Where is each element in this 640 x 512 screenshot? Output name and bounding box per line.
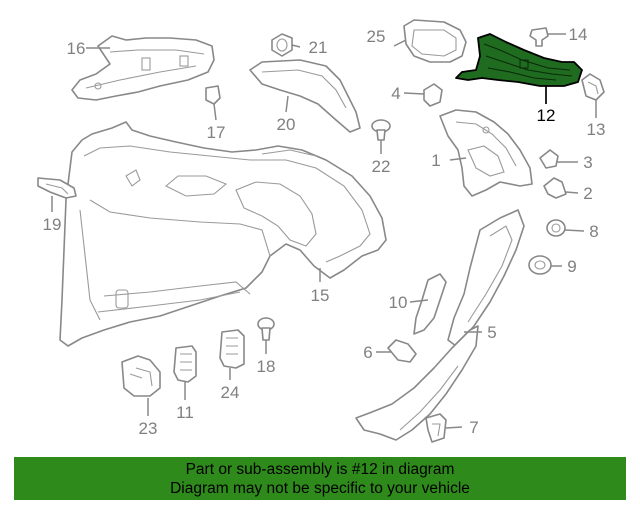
label-19: 19 bbox=[43, 215, 62, 234]
label-21: 21 bbox=[309, 38, 328, 57]
label-23: 23 bbox=[139, 419, 158, 438]
part-8-nut[interactable] bbox=[546, 219, 566, 237]
callout-labels: 1 2 3 4 5 6 7 8 9 10 11 12 13 14 15 16 1… bbox=[43, 25, 606, 438]
part-17-clip[interactable] bbox=[205, 85, 221, 105]
label-8: 8 bbox=[589, 222, 598, 241]
label-1: 1 bbox=[431, 151, 440, 170]
label-20: 20 bbox=[277, 115, 296, 134]
part-10-panel[interactable] bbox=[413, 273, 447, 335]
label-18: 18 bbox=[257, 357, 276, 376]
label-14: 14 bbox=[569, 25, 588, 44]
part-14-screw[interactable] bbox=[529, 27, 549, 47]
label-13: 13 bbox=[587, 120, 606, 139]
label-7: 7 bbox=[469, 418, 478, 437]
label-25: 25 bbox=[367, 27, 386, 46]
leader-lines bbox=[51, 33, 597, 429]
banner-line-1: Part or sub-assembly is #12 in diagram bbox=[185, 461, 455, 478]
part-23-socket[interactable] bbox=[121, 355, 161, 397]
part-7-bracket[interactable] bbox=[425, 413, 447, 443]
part-4-pad[interactable] bbox=[423, 83, 443, 107]
part-13-bracket[interactable] bbox=[581, 73, 605, 101]
parts-diagram: 1 2 3 4 5 6 7 8 9 10 11 12 13 14 15 16 1… bbox=[37, 19, 606, 443]
label-9: 9 bbox=[567, 257, 576, 276]
banner-line-2: Diagram may not be specific to your vehi… bbox=[170, 480, 470, 497]
part-16-upper-bracket[interactable] bbox=[71, 35, 215, 101]
label-3: 3 bbox=[583, 153, 592, 172]
part-2-clip[interactable] bbox=[543, 177, 567, 199]
info-banner: Part or sub-assembly is #12 in diagram D… bbox=[14, 457, 626, 500]
part-5-pillar-trim[interactable] bbox=[355, 209, 525, 441]
part-15-quarter-trim-panel[interactable] bbox=[59, 121, 387, 347]
label-16: 16 bbox=[67, 39, 86, 58]
label-6: 6 bbox=[363, 343, 372, 362]
part-9-nut[interactable] bbox=[528, 255, 552, 275]
label-4: 4 bbox=[391, 84, 400, 103]
label-24: 24 bbox=[221, 383, 240, 402]
part-6-clip[interactable] bbox=[387, 339, 417, 363]
part-25-cover[interactable] bbox=[403, 19, 467, 63]
label-17: 17 bbox=[207, 123, 226, 142]
label-5: 5 bbox=[487, 323, 496, 342]
part-21-clip[interactable] bbox=[271, 33, 293, 57]
label-2: 2 bbox=[583, 184, 592, 203]
part-1-bracket-assembly[interactable] bbox=[439, 109, 533, 197]
part-3-small-bracket[interactable] bbox=[539, 149, 559, 169]
part-12-highlighted[interactable] bbox=[455, 33, 583, 87]
part-24-connector[interactable] bbox=[219, 329, 245, 369]
label-22: 22 bbox=[372, 157, 391, 176]
part-20-trim-piece[interactable] bbox=[249, 59, 361, 133]
label-10: 10 bbox=[389, 293, 408, 312]
part-19-handle[interactable] bbox=[37, 177, 77, 199]
part-11-connector[interactable] bbox=[173, 345, 197, 383]
part-22-push-pin[interactable] bbox=[371, 119, 391, 141]
label-11: 11 bbox=[176, 403, 194, 422]
label-15: 15 bbox=[311, 286, 330, 305]
label-12: 12 bbox=[537, 106, 556, 125]
part-18-push-pin[interactable] bbox=[257, 317, 275, 341]
